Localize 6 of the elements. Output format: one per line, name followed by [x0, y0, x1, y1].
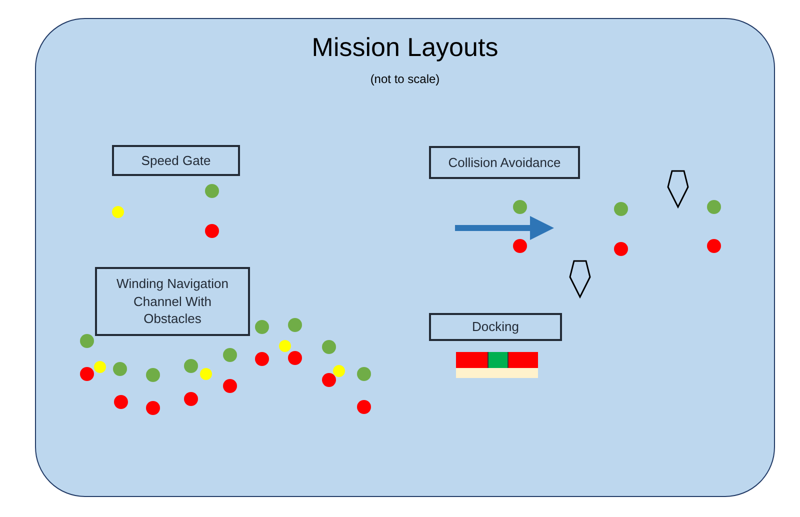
mission-label-box: Speed Gate [112, 145, 240, 176]
title: Mission Layouts [310, 32, 500, 63]
mission-label-box: Collision Avoidance [429, 146, 580, 179]
mission-label-box: Docking [429, 313, 562, 341]
mission-label-box: Winding Navigation Channel With Obstacles [95, 267, 250, 336]
note: (not to scale) [369, 72, 441, 86]
